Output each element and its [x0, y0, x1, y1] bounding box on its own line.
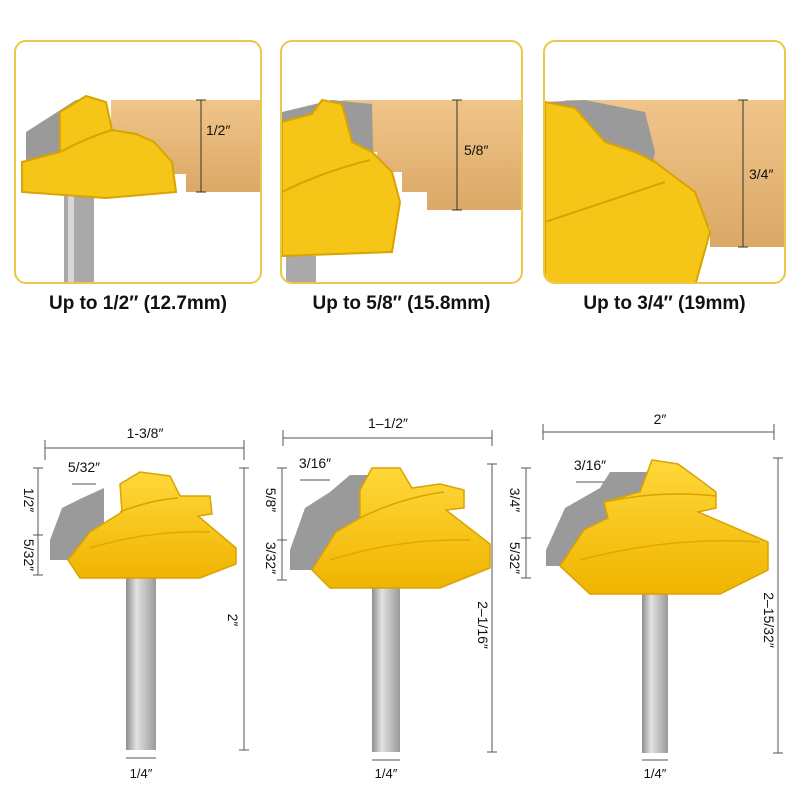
shank-label: 1/4″ — [130, 766, 153, 781]
router-shank — [126, 570, 156, 750]
router-bit-body — [545, 100, 712, 282]
step-label: 3/32″ — [263, 542, 279, 574]
router-bit-1: 1-3/8″ 5/32″ 1/2″ 5/32″ 2″ 1/4″ — [21, 425, 249, 781]
caption-three-quarter-inch: Up to 3/4″ (19mm) — [583, 293, 746, 314]
caption-five-eighths-inch: Up to 5/8″ (15.8mm) — [312, 293, 491, 314]
panel-three-quarter-inch: 3/4″ — [543, 40, 786, 284]
router-shank — [372, 585, 400, 752]
router-bit-body — [21, 94, 178, 200]
router-bit-2: 1–1/2″ 3/16″ 5/8″ 3/32″ 2–1/16″ 1/4″ — [263, 415, 497, 781]
router-bit-body — [282, 98, 402, 258]
panel-half-inch: 1/2″ — [14, 40, 262, 284]
step-label: 5/32″ — [21, 539, 37, 571]
cut-height-label: 1/2″ — [21, 488, 37, 512]
shank-label: 1/4″ — [644, 766, 667, 781]
caption-half-inch: Up to 1/2″ (12.7mm) — [48, 293, 228, 314]
bit-body — [559, 459, 769, 595]
router-shank — [642, 590, 668, 753]
width-label: 1–1/2″ — [368, 415, 408, 431]
wood-board — [342, 100, 521, 210]
bit-body — [311, 467, 491, 589]
bit-body — [67, 471, 237, 579]
slot-label: 3/16″ — [299, 455, 331, 471]
cut-height-label: 3/4″ — [507, 488, 523, 512]
cut-height-label: 5/8″ — [263, 488, 279, 512]
width-label: 2″ — [654, 411, 667, 427]
thickness-label: 5/8″ — [464, 142, 489, 158]
slot-label: 5/32″ — [68, 459, 100, 475]
thickness-label: 3/4″ — [749, 166, 774, 182]
router-bit-3: 2″ 3/16″ 3/4″ 5/32″ 2–15/32″ 1/4″ — [507, 411, 783, 781]
shank-label: 1/4″ — [375, 766, 398, 781]
slot-label: 3/16″ — [574, 457, 606, 473]
total-height-label: 2″ — [225, 614, 241, 627]
step-label: 5/32″ — [507, 542, 523, 574]
bit-dimension-diagrams: 1-3/8″ 5/32″ 1/2″ 5/32″ 2″ 1/4″ 1–1/2″ 3… — [21, 411, 783, 781]
wood-board — [111, 100, 260, 192]
thickness-label: 1/2″ — [206, 122, 231, 138]
width-label: 1-3/8″ — [127, 425, 164, 441]
total-height-label: 2–1/16″ — [475, 601, 491, 649]
total-height-label: 2–15/32″ — [761, 592, 777, 648]
panel-five-eighths-inch: 5/8″ — [280, 40, 523, 284]
router-shank — [286, 256, 316, 282]
